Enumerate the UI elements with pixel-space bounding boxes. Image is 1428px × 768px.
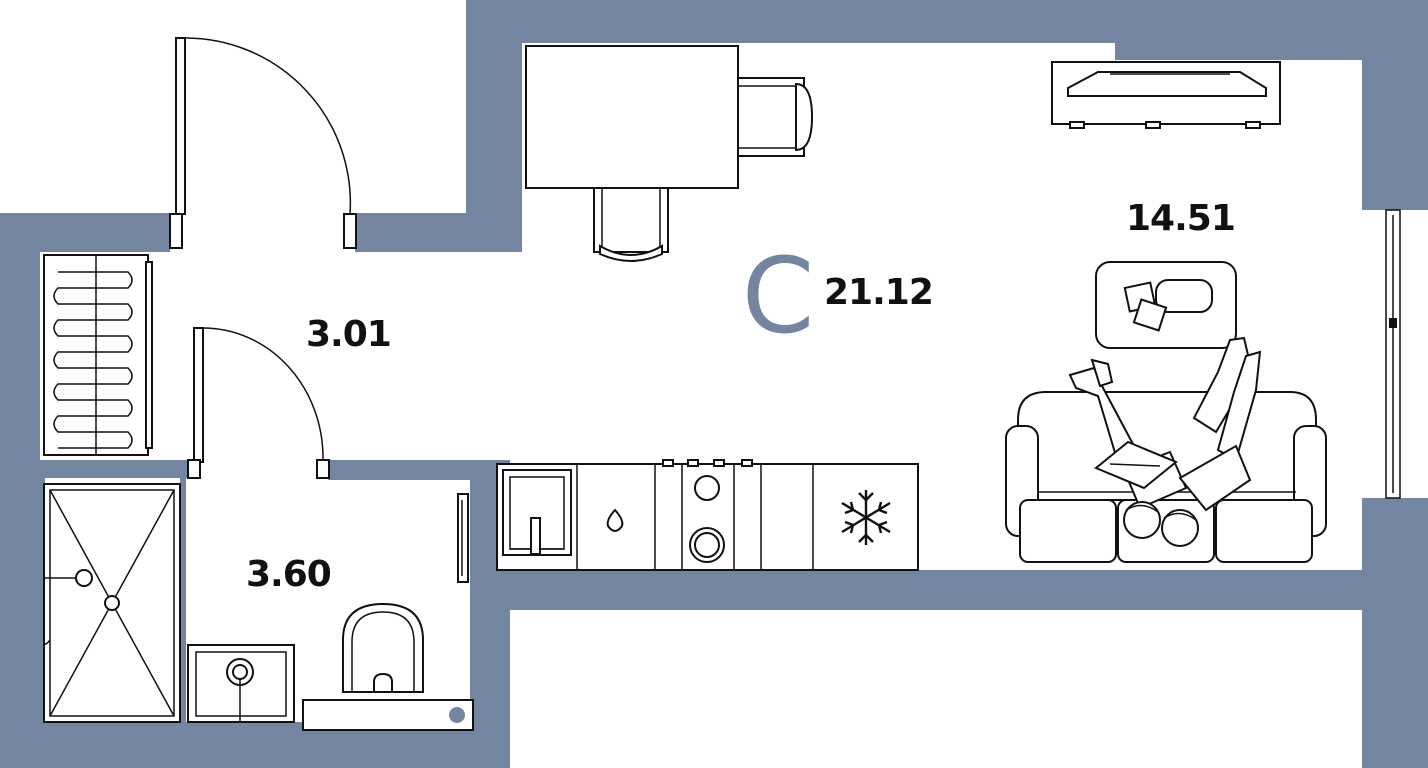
wall-right-lower bbox=[1362, 498, 1428, 768]
wall-shower-left-bar bbox=[40, 478, 45, 722]
wall-bathroom-left-gap bbox=[180, 478, 186, 722]
apartment-type-letter: С bbox=[742, 235, 815, 357]
wall-kitchen-left bbox=[495, 570, 510, 610]
tv-unit bbox=[1051, 61, 1281, 129]
snowflake-icon bbox=[841, 490, 891, 545]
toilet bbox=[302, 602, 474, 731]
bathroom-sink bbox=[187, 644, 295, 723]
towel-rail bbox=[457, 493, 469, 583]
wall-bottom-living bbox=[495, 570, 1428, 610]
entrance-door bbox=[169, 37, 357, 249]
living-area-label: 14.51 bbox=[1126, 198, 1235, 239]
total-area-label: 21.12 bbox=[824, 272, 933, 313]
bathroom-door bbox=[187, 327, 330, 479]
bathroom-area-label: 3.60 bbox=[246, 554, 331, 595]
wardrobe bbox=[43, 254, 153, 456]
wall-bathroom-top bbox=[328, 460, 510, 480]
window-right bbox=[1385, 209, 1401, 499]
faucet-icon bbox=[606, 508, 624, 532]
wall-bottom-right-fill bbox=[1362, 570, 1428, 610]
dining-table bbox=[525, 45, 814, 262]
people-on-sofa bbox=[1068, 336, 1262, 547]
hallway-area-label: 3.01 bbox=[306, 314, 391, 355]
kitchen-counter bbox=[496, 459, 919, 571]
coffee-table bbox=[1095, 261, 1237, 349]
shower-tray bbox=[43, 483, 181, 723]
wall-outer-top-right bbox=[355, 0, 1428, 252]
wall-outer-left bbox=[0, 213, 190, 722]
